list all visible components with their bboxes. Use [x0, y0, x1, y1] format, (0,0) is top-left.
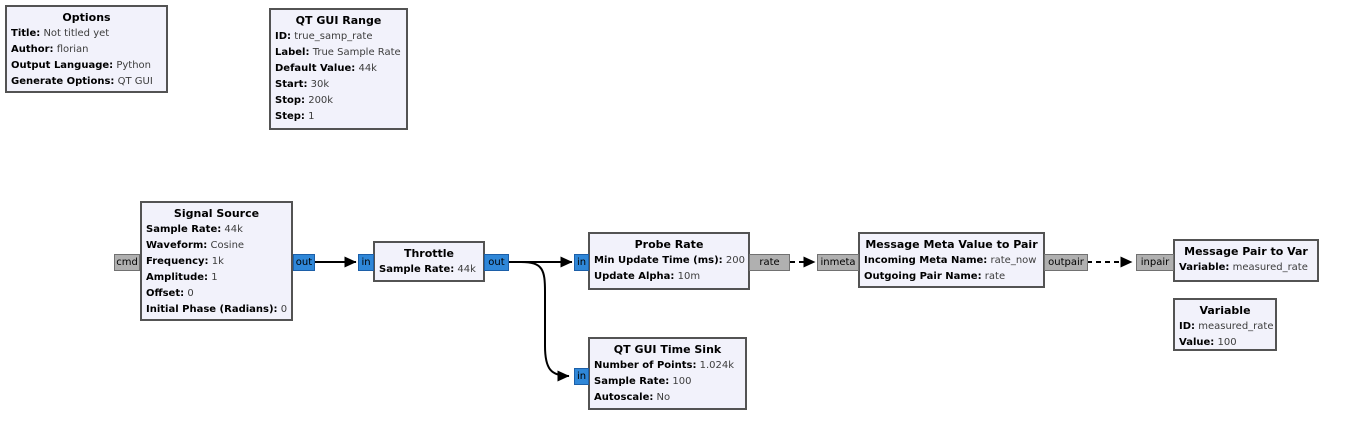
- param-output-language: Output Language: Python: [11, 60, 152, 71]
- param-amplitude: Amplitude: 1: [146, 272, 218, 283]
- param-id: ID: measured_rate: [1179, 321, 1274, 332]
- throttle-port-in[interactable]: in: [358, 254, 374, 271]
- signal-source-port-cmd[interactable]: cmd: [114, 254, 140, 271]
- param-outgoing-pair-name: Outgoing Pair Name: rate: [864, 271, 1006, 282]
- param-min-update-time: Min Update Time (ms): 200: [594, 255, 745, 266]
- message-pair-port-inpair[interactable]: inpair: [1136, 254, 1174, 271]
- param-title: Title: Not titled yet: [11, 28, 110, 39]
- block-title: Signal Source: [173, 207, 260, 220]
- param-sample-rate: Sample Rate: 44k: [146, 224, 243, 235]
- signal-source-port-out[interactable]: out: [293, 254, 315, 271]
- param-initial-phase: Initial Phase (Radians): 0: [146, 304, 288, 315]
- message-meta-port-inmeta[interactable]: inmeta: [817, 254, 859, 271]
- param-sample-rate: Sample Rate: 44k: [379, 264, 476, 275]
- throttle-port-out[interactable]: out: [484, 254, 509, 271]
- probe-rate-port-in[interactable]: in: [574, 254, 589, 271]
- param-default-value: Default Value: 44k: [275, 63, 377, 74]
- param-id: ID: true_samp_rate: [275, 31, 373, 42]
- block-probe-rate[interactable]: Probe Rate Min Update Time (ms): 200 Upd…: [588, 232, 750, 290]
- param-waveform: Waveform: Cosine: [146, 240, 245, 251]
- param-frequency: Frequency: 1k: [146, 256, 224, 267]
- connection-throttle-to-time-sink[interactable]: [509, 261, 570, 382]
- block-title: Variable: [1199, 304, 1251, 317]
- param-incoming-meta-name: Incoming Meta Name: rate_now: [864, 255, 1037, 266]
- param-value: Value: 100: [1179, 337, 1237, 348]
- time-sink-port-in[interactable]: in: [574, 368, 589, 385]
- param-update-alpha: Update Alpha: 10m: [594, 271, 701, 282]
- block-throttle[interactable]: Throttle Sample Rate: 44k: [373, 241, 485, 282]
- block-signal-source[interactable]: Signal Source Sample Rate: 44k Waveform:…: [140, 201, 293, 321]
- block-qt-gui-range[interactable]: QT GUI Range ID: true_samp_rate Label: T…: [269, 8, 408, 130]
- param-sample-rate: Sample Rate: 100: [594, 376, 692, 387]
- block-message-pair-to-var[interactable]: Message Pair to Var Variable: measured_r…: [1173, 239, 1319, 282]
- block-qt-gui-time-sink[interactable]: QT GUI Time Sink Number of Points: 1.024…: [588, 337, 747, 410]
- probe-rate-port-rate[interactable]: rate: [749, 254, 790, 271]
- block-title: QT GUI Range: [295, 14, 382, 27]
- block-options[interactable]: Options Title: Not titled yet Author: fl…: [5, 5, 168, 93]
- param-variable: Variable: measured_rate: [1179, 262, 1308, 273]
- param-stop: Stop: 200k: [275, 95, 334, 106]
- block-message-meta-value-to-pair[interactable]: Message Meta Value to Pair Incoming Meta…: [858, 232, 1045, 288]
- param-start: Start: 30k: [275, 79, 330, 90]
- param-author: Author: florian: [11, 44, 89, 55]
- block-title: QT GUI Time Sink: [613, 343, 722, 356]
- param-autoscale: Autoscale: No: [594, 392, 671, 403]
- block-title: Probe Rate: [634, 238, 704, 251]
- block-title: Message Meta Value to Pair: [865, 238, 1038, 251]
- param-generate-options: Generate Options: QT GUI: [11, 76, 153, 87]
- param-offset: Offset: 0: [146, 288, 194, 299]
- block-variable[interactable]: Variable ID: measured_rate Value: 100: [1173, 298, 1277, 351]
- param-label: Label: True Sample Rate: [275, 47, 401, 58]
- param-number-of-points: Number of Points: 1.024k: [594, 360, 735, 371]
- block-title: Message Pair to Var: [1184, 245, 1308, 258]
- block-title: Options: [62, 11, 111, 24]
- param-step: Step: 1: [275, 111, 315, 122]
- message-meta-port-outpair[interactable]: outpair: [1044, 254, 1088, 271]
- block-title: Throttle: [403, 247, 455, 260]
